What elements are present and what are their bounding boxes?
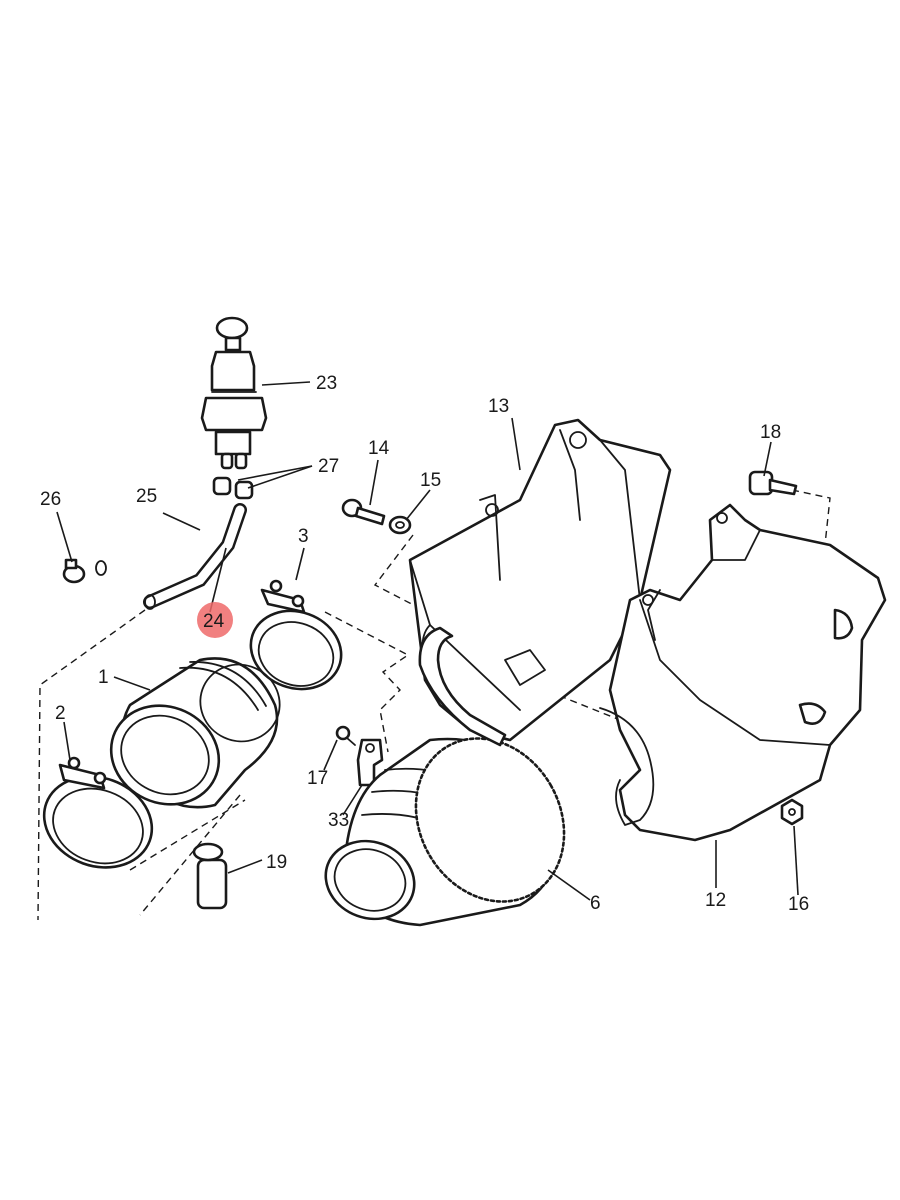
part-6-duct-boot — [324, 737, 566, 927]
callout-27: 27 — [318, 456, 339, 477]
callout-labels: 23 27 26 25 24 14 15 3 13 18 1 2 17 33 1… — [40, 373, 809, 915]
callout-13: 13 — [488, 396, 509, 417]
part-24-hose — [143, 503, 247, 610]
part-1-intake-joint — [109, 657, 281, 809]
callout-17: 17 — [307, 768, 328, 789]
part-14-bolt — [341, 498, 386, 526]
highlight-marker-24 — [197, 602, 233, 638]
part-33-bracket — [356, 738, 384, 787]
callout-1: 1 — [98, 667, 109, 688]
callout-24: 24 — [203, 611, 225, 632]
callout-6: 6 — [590, 893, 601, 914]
callout-23: 23 — [316, 373, 337, 394]
part-17-screw — [335, 725, 356, 746]
callout-18: 18 — [760, 422, 781, 443]
callout-16: 16 — [788, 894, 809, 915]
callout-14: 14 — [368, 438, 390, 459]
callout-33: 33 — [328, 810, 349, 831]
part-16-nut — [780, 798, 804, 826]
part-13-upper-case — [408, 418, 672, 747]
part-12-lower-case — [599, 503, 887, 842]
callout-19: 19 — [266, 852, 287, 873]
callout-15: 15 — [420, 470, 441, 491]
part-27-hose-caps — [212, 476, 254, 500]
part-2-clamp — [42, 756, 154, 869]
part-26-clip — [62, 558, 86, 584]
callout-leader-lines — [56, 381, 799, 901]
callout-25: 25 — [136, 486, 157, 507]
part-19-pipe — [192, 842, 228, 910]
part-3-clamp — [249, 579, 343, 691]
callout-26: 26 — [40, 489, 61, 510]
part-15-washer — [388, 515, 412, 535]
part-23-switch — [200, 316, 268, 470]
callout-2: 2 — [55, 703, 66, 724]
callout-12: 12 — [705, 890, 726, 911]
callout-3: 3 — [298, 526, 309, 547]
part-25-hose — [95, 497, 223, 576]
part-18-bolt — [748, 470, 798, 496]
